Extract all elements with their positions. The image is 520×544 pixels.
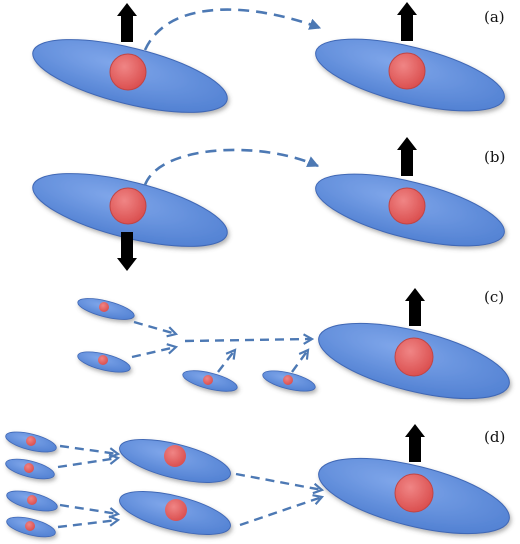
panel-label-a: (a) bbox=[484, 8, 505, 26]
nucleus-left-a bbox=[32, 39, 228, 113]
nucleus-right-c bbox=[318, 322, 510, 400]
spin-up-arrow-icon bbox=[397, 137, 417, 176]
nucleus-right-d bbox=[318, 457, 510, 535]
nucleus-right-b bbox=[315, 173, 505, 247]
spin-up-arrow-icon bbox=[117, 3, 137, 42]
panel-c: (c) bbox=[77, 288, 510, 400]
small-nucleus bbox=[77, 298, 135, 320]
panel-label-b: (b) bbox=[484, 148, 505, 166]
spin-up-arrow-icon bbox=[405, 288, 425, 326]
spin-down-arrow-icon bbox=[117, 232, 137, 271]
tiny-nucleus bbox=[6, 490, 58, 512]
small-nucleus bbox=[182, 370, 238, 392]
panel-d: (d) bbox=[5, 424, 510, 538]
tiny-nucleus bbox=[6, 516, 56, 538]
panel-b: (b) bbox=[32, 137, 505, 271]
transition-arrow bbox=[143, 8, 322, 51]
small-nucleus bbox=[262, 370, 316, 392]
transition-arrow bbox=[143, 148, 320, 186]
spin-up-arrow-icon bbox=[397, 2, 417, 41]
panel-label-c: (c) bbox=[484, 288, 504, 306]
tiny-nucleus bbox=[5, 431, 57, 453]
panel-a: (a) bbox=[32, 2, 505, 113]
nucleus-right-a bbox=[315, 38, 505, 112]
panel-label-d: (d) bbox=[484, 428, 505, 446]
small-nucleus bbox=[77, 351, 131, 373]
dashed-arrows bbox=[131, 320, 315, 373]
medium-nucleus bbox=[119, 439, 231, 483]
dashed-arrows bbox=[57, 444, 325, 529]
tiny-nucleus bbox=[5, 458, 55, 480]
spin-up-arrow-icon bbox=[405, 424, 425, 462]
medium-nucleus bbox=[119, 491, 231, 535]
